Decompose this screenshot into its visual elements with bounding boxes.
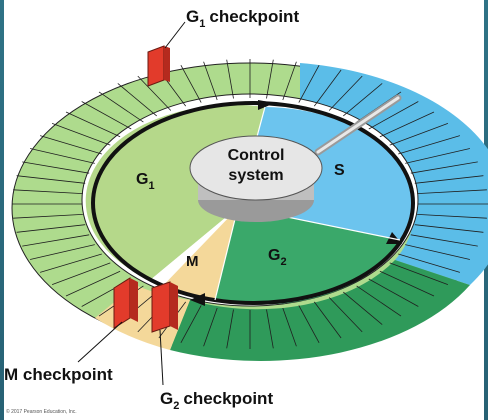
m-checkpoint-gate (113, 277, 138, 329)
ring-segment-line (203, 61, 218, 101)
ring-segment-line (398, 253, 461, 273)
arrowhead-top (258, 100, 275, 110)
control-system: Control system (189, 94, 402, 222)
ring-segment-line (389, 262, 449, 285)
phase-g2-label: G2 (268, 247, 287, 268)
arrowhead-right (386, 232, 402, 244)
ring-segment-line (30, 148, 95, 164)
ring-segment-line (410, 161, 478, 174)
ring-segment-line (298, 305, 320, 343)
ring-segment-line (328, 75, 363, 111)
phase-s-label: S (334, 162, 345, 179)
ring-segment-line (410, 234, 478, 247)
phase-g1-label: G1 (136, 171, 155, 192)
ring-segment-line (266, 59, 274, 99)
ring-segment-line (379, 270, 435, 297)
ring-segment-line (22, 161, 90, 174)
ring-segment-line (203, 307, 218, 347)
ring-segment-line (81, 101, 132, 130)
ring-segment-line (65, 111, 121, 138)
ring-segment-line (16, 175, 86, 184)
ring-segment-line (389, 123, 449, 146)
ring-segment-line (117, 83, 157, 117)
ring-segment-line (356, 285, 402, 317)
ring-segment-line (226, 309, 234, 349)
g1-checkpoint-gate (147, 45, 170, 87)
ring-segment-line (51, 262, 111, 285)
ring-segment-line (282, 61, 297, 101)
control-label-line1: Control (228, 147, 285, 164)
ring-segment-line (343, 291, 383, 325)
ring-segment-line (22, 234, 90, 247)
ring-segment-line (30, 244, 95, 260)
ring-segment-line (13, 189, 83, 194)
m-checkpoint-label: M checkpoint (4, 365, 113, 384)
ring-segment-line (405, 148, 470, 164)
ring-segment-line (137, 75, 172, 111)
ring-segment-line (417, 189, 487, 194)
copyright-text: © 2017 Pearson Education, Inc. (6, 408, 77, 415)
phase-labels: G1 S G2 M (136, 162, 345, 270)
ring-segment-line (13, 214, 83, 219)
ring-segment-line (98, 91, 144, 123)
cycle-arrow-ring (91, 101, 415, 305)
ring-segment-line (313, 69, 342, 107)
ring-segment-line (180, 65, 202, 103)
ring-segment-line (65, 270, 121, 297)
ring-segment-line (368, 101, 419, 130)
arrowhead-bottom (190, 293, 205, 306)
ring-segment-line (379, 111, 435, 138)
ring-segment-line (180, 305, 202, 343)
phase-m-label: M (186, 253, 199, 270)
ring-segment-line (298, 65, 320, 103)
ring-segment-line (398, 135, 461, 155)
ring-segment-line (226, 59, 234, 99)
ring-segment-line (417, 214, 487, 219)
leader-lines (77, 21, 186, 386)
g2-checkpoint-gate (151, 281, 178, 333)
ring-segment-line (313, 301, 342, 339)
ring-segment-line (266, 309, 274, 349)
ring-segment-line (414, 224, 484, 233)
ring-segment-line (343, 83, 383, 117)
ring-segment-line (282, 307, 297, 347)
ring-segment-line (51, 123, 111, 146)
ring-segment-line (405, 244, 470, 260)
ring-segment-line (414, 175, 484, 184)
ring-segment-line (16, 224, 86, 233)
ring-segment-line (368, 278, 419, 307)
ring-segment-line (328, 297, 363, 333)
ring-segment-line (39, 253, 102, 273)
control-label-line2: system (228, 167, 283, 184)
ring-segment-line (39, 135, 102, 155)
